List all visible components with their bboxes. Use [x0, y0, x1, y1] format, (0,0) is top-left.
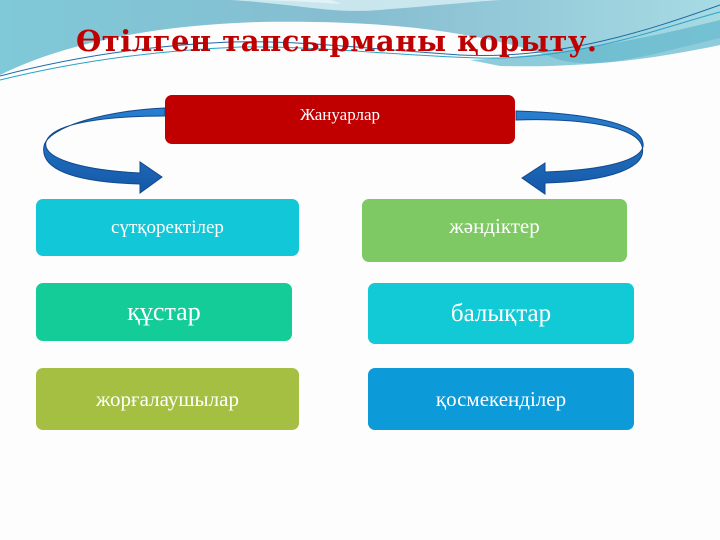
category-insects: жәндіктер [362, 199, 627, 262]
category-label: балықтар [450, 299, 552, 327]
category-label: жәндіктер [449, 214, 540, 238]
category-fish: балықтар [368, 283, 634, 344]
category-label: қосмекенділер [435, 386, 567, 411]
category-label: жорғалаушылар [96, 386, 239, 411]
category-mammals: сүтқоректілер [36, 199, 299, 256]
left-curved-arrow-icon [43, 107, 166, 194]
root-node-label: Жануарлар [299, 105, 381, 124]
category-reptiles: жорғалаушылар [36, 368, 299, 430]
category-amphibians: қосмекенділер [368, 368, 634, 430]
category-label: сүтқоректілер [111, 216, 224, 238]
slide-title: Өтілген тапсырманы қорыту. [76, 24, 598, 58]
category-label: құстар [127, 297, 201, 326]
right-curved-arrow-icon [515, 110, 644, 195]
root-node-animals: Жануарлар [165, 95, 515, 144]
category-birds: құстар [36, 283, 292, 341]
